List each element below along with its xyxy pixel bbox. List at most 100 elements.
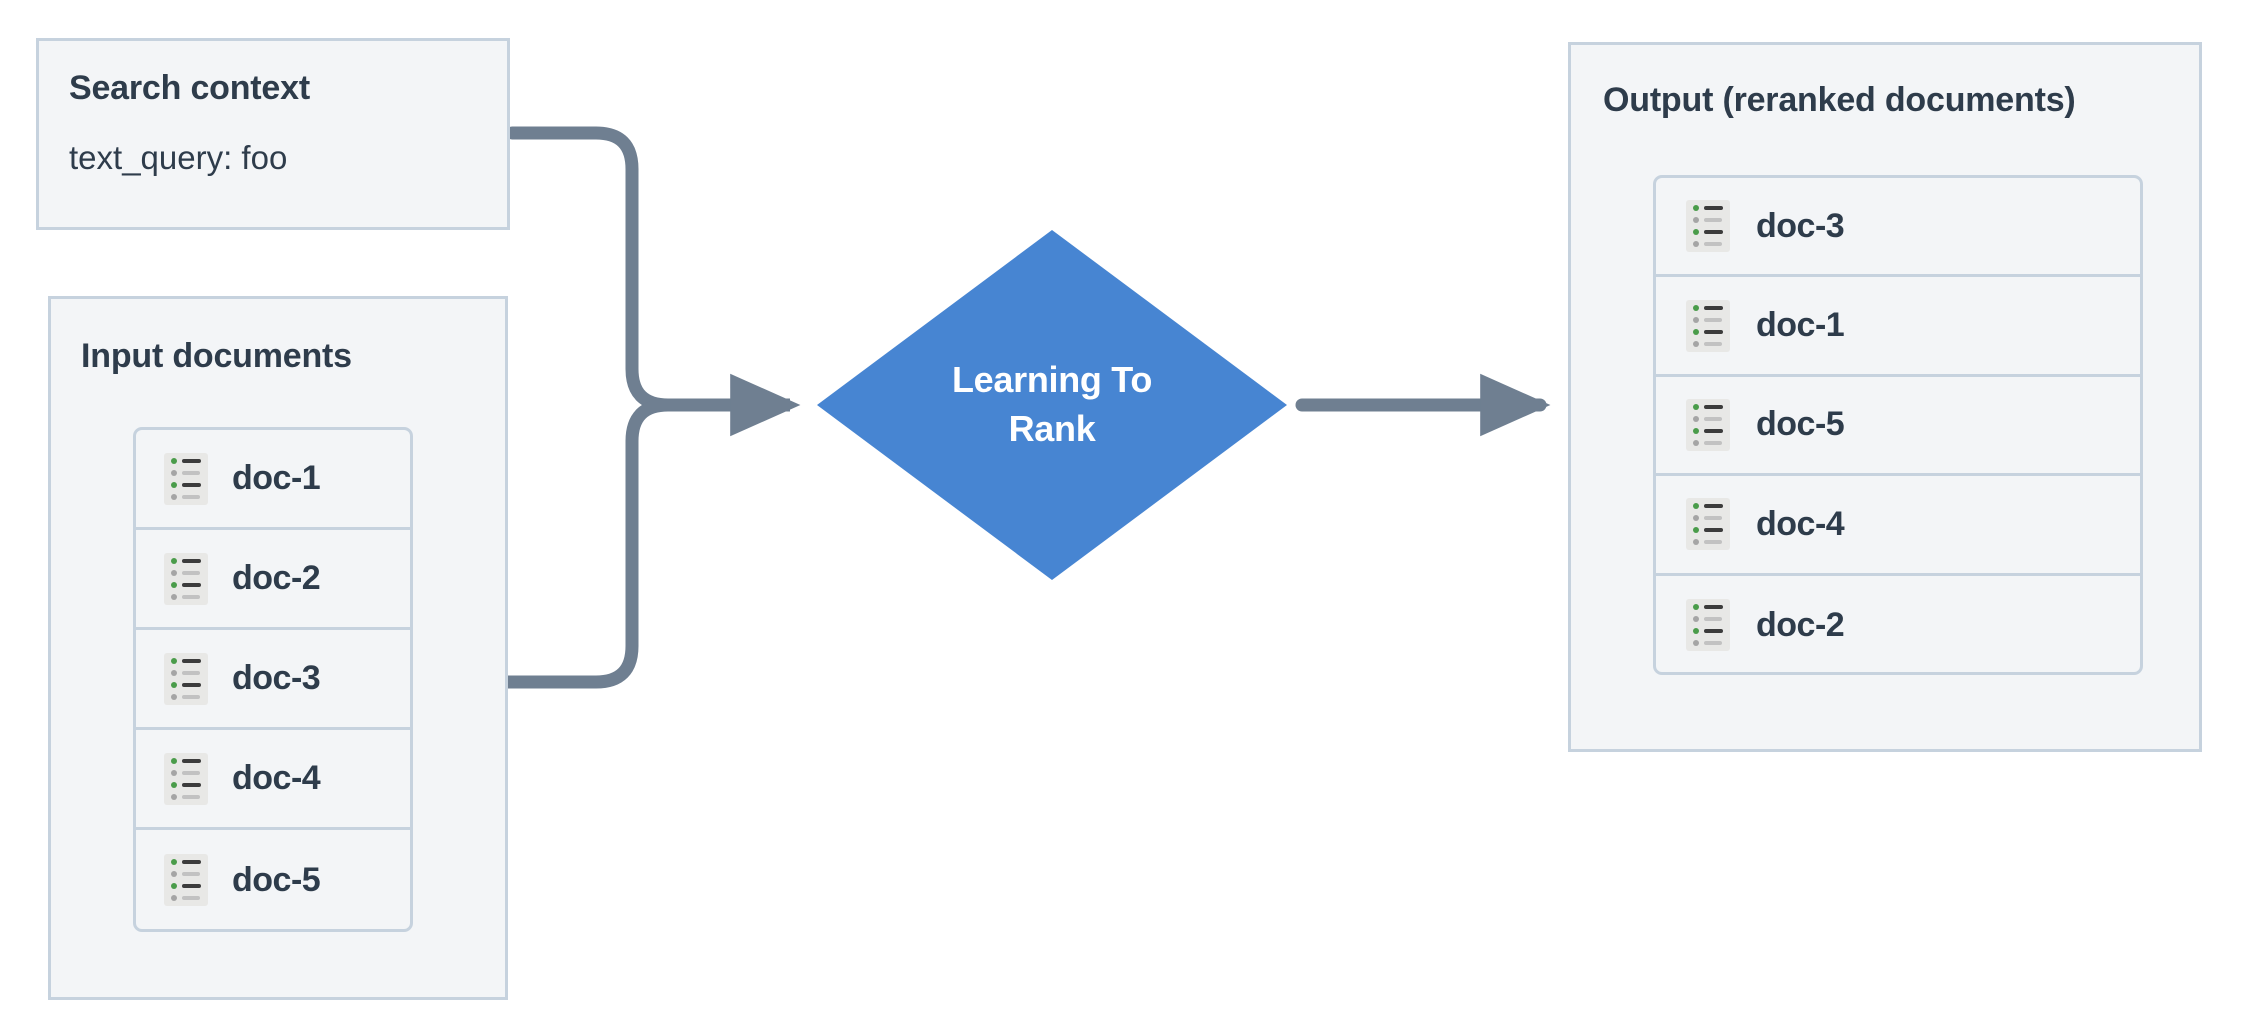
icon-dash [1704,218,1722,223]
icon-dash [182,860,201,864]
document-list-icon [1686,200,1730,253]
icon-line [171,457,201,464]
icon-dash [1704,305,1723,310]
icon-dash [1704,504,1723,509]
icon-bullet [1693,340,1699,347]
icon-dash [182,594,200,599]
list-item[interactable]: doc-2 [136,530,410,630]
icon-bullet [171,859,177,865]
list-item-label: doc-5 [1756,405,1845,444]
icon-line [171,757,201,764]
icon-dash [1704,617,1722,622]
list-item[interactable]: doc-3 [136,630,410,730]
icon-dash [1704,516,1722,521]
icon-line [1693,515,1723,522]
icon-line [171,781,201,788]
icon-dash [1704,416,1722,421]
list-item-label: doc-3 [1756,206,1845,245]
icon-dash [1704,605,1723,610]
icon-bullet [171,669,177,676]
icon-line [1693,628,1723,635]
icon-dash [1704,641,1722,646]
list-item[interactable]: doc-2 [1656,576,2140,672]
icon-line [1693,527,1723,534]
icon-line [1693,328,1723,335]
icon-line [1693,316,1723,323]
icon-dash [1704,329,1723,334]
document-list-icon [1686,498,1730,551]
icon-dash [1704,540,1722,545]
icon-bullet [1693,205,1699,212]
icon-bullet [171,569,177,576]
icon-dash [182,582,201,587]
list-item-label: doc-1 [1756,306,1845,345]
icon-bullet [1693,503,1699,510]
list-item[interactable]: doc-5 [136,830,410,929]
icon-dash [182,658,201,663]
input-documents-title: Input documents [81,337,352,375]
icon-line [1693,604,1723,611]
document-list-icon [1686,398,1730,451]
icon-dash [182,558,201,563]
icon-dash [182,470,200,475]
icon-bullet [1693,415,1699,422]
icon-dash [1704,629,1723,634]
icon-line [1693,640,1723,647]
icon-bullet [171,457,177,464]
icon-line [1693,241,1723,248]
icon-line [171,895,201,901]
icon-dash [182,872,200,876]
connector-input-documents-to-ltr [501,398,675,689]
icon-bullet [1693,241,1699,248]
icon-line [171,569,201,576]
learning-to-rank-node[interactable]: Learning To Rank [817,230,1287,580]
input-documents-list: doc-1 doc-2 doc-3 [133,427,413,932]
learning-to-rank-label: Learning To Rank [951,359,1153,449]
icon-dash [182,794,200,799]
icon-dash [182,896,200,900]
output-documents-list: doc-3 doc-1 doc-5 [1653,175,2143,675]
icon-bullet [171,781,177,788]
list-item-label: doc-5 [232,860,321,899]
icon-bullet [1693,304,1699,311]
icon-bullet [1693,628,1699,635]
icon-dash [182,482,201,487]
icon-dash [182,884,201,888]
icon-line [1693,340,1723,347]
list-item[interactable]: doc-3 [1656,178,2140,278]
search-context-title: Search context [69,69,310,107]
icon-bullet [171,769,177,776]
list-item-label: doc-4 [1756,504,1845,543]
icon-bullet [1693,439,1699,446]
icon-line [171,657,201,664]
icon-line [171,481,201,488]
search-context-query: text_query: foo [69,139,288,176]
icon-line [171,469,201,476]
icon-line [171,493,201,500]
list-item-label: doc-3 [232,659,321,697]
list-item[interactable]: doc-1 [1656,277,2140,377]
icon-dash [182,682,201,687]
icon-line [1693,539,1723,546]
list-item[interactable]: doc-4 [136,730,410,830]
icon-line [171,883,201,889]
list-item[interactable]: doc-5 [1656,377,2140,477]
list-item-label: doc-2 [1756,605,1845,644]
icon-dash [182,570,200,575]
icon-dash [1704,341,1722,346]
document-list-icon [164,652,208,705]
icon-bullet [1693,616,1699,623]
icon-dash [1704,404,1723,409]
list-item[interactable]: doc-4 [1656,476,2140,576]
icon-bullet [1693,527,1699,534]
icon-dash [182,782,201,787]
icon-dash [182,494,200,499]
icon-bullet [171,557,177,564]
icon-bullet [1693,515,1699,522]
icon-line [171,871,201,877]
list-item[interactable]: doc-1 [136,430,410,530]
document-list-icon [1686,299,1730,352]
icon-dash [1704,528,1723,533]
icon-dash [1704,242,1722,247]
